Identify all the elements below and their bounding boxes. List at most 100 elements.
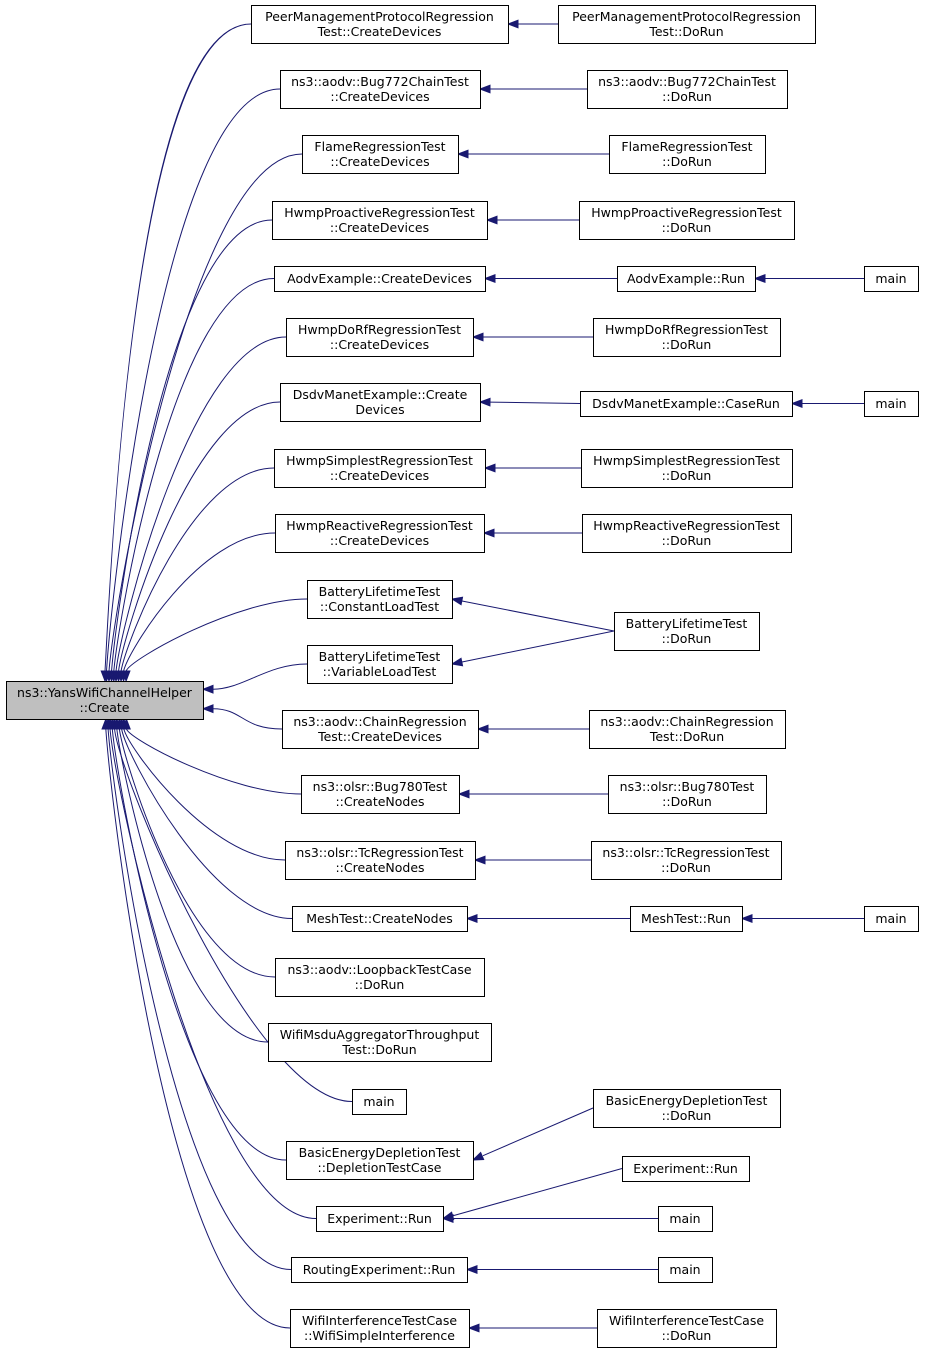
edge-hsimp-cd-to-root	[120, 467, 275, 672]
node-label: BatteryLifetimeTest	[319, 584, 441, 599]
edges-layer	[100, 19, 864, 1333]
edge-chreg-cd-to-root	[212, 708, 283, 730]
node-label: HwmpSimplestRegressionTest	[286, 453, 473, 468]
node-exp-run2[interactable]: Experiment::Run	[622, 1156, 750, 1182]
node-pmpr-cd[interactable]: PeerManagementProtocolRegressionTest::Cr…	[251, 5, 509, 44]
node-b780-cn[interactable]: ns3::olsr::Bug780Test::CreateNodes	[301, 775, 460, 814]
node-label: BatteryLifetimeTest	[626, 616, 748, 631]
node-wint-wsi[interactable]: WifiInterferenceTestCase::WifiSimpleInte…	[290, 1309, 470, 1348]
node-hsimp-dr[interactable]: HwmpSimplestRegressionTest::DoRun	[581, 449, 793, 488]
node-box	[268, 1023, 492, 1062]
arrowhead	[483, 463, 496, 473]
node-bat-dr[interactable]: BatteryLifetimeTest::DoRun	[614, 612, 760, 651]
node-pmpr-dr[interactable]: PeerManagementProtocolRegressionTest::Do…	[558, 5, 816, 44]
node-label: ::CreateDevices	[330, 154, 429, 169]
edge-loop-dr-to-root	[118, 728, 276, 978]
node-label: HwmpProactiveRegressionTest	[591, 205, 782, 220]
node-label: ::DoRun	[662, 89, 712, 104]
node-b772-dr[interactable]: ns3::aodv::Bug772ChainTest::DoRun	[587, 70, 788, 109]
node-root[interactable]: ns3::YansWifiChannelHelper::Create	[6, 681, 204, 720]
node-label: DsdvManetExample::Create	[293, 387, 468, 402]
node-mesh-cn[interactable]: MeshTest::CreateNodes	[292, 906, 468, 932]
node-hsimp-cd[interactable]: HwmpSimplestRegressionTest::CreateDevice…	[274, 449, 486, 488]
node-dsdv-cr[interactable]: DsdvManetExample::CaseRun	[580, 391, 793, 417]
edge-hdorf-cd-to-root	[115, 336, 287, 672]
node-box	[589, 710, 786, 749]
node-box	[591, 841, 782, 880]
arrowhead	[121, 670, 131, 683]
node-b780-dr[interactable]: ns3::olsr::Bug780Test::DoRun	[608, 775, 767, 814]
arrowhead	[450, 596, 464, 606]
node-label: HwmpReactiveRegressionTest	[286, 518, 473, 533]
node-label: ::DoRun	[662, 220, 712, 235]
edge-exp-run2-to-exp-run	[452, 1168, 623, 1217]
node-box	[864, 266, 919, 292]
node-bed-dr[interactable]: BasicEnergyDepletionTest::DoRun	[593, 1089, 781, 1128]
node-label: ns3::YansWifiChannelHelper	[17, 685, 193, 700]
node-main5[interactable]: main	[658, 1257, 713, 1283]
node-label: ns3::olsr::Bug780Test	[620, 779, 755, 794]
node-box	[587, 70, 788, 109]
node-tcreg-dr[interactable]: ns3::olsr::TcRegressionTest::DoRun	[591, 841, 782, 880]
node-bed-dtc[interactable]: BasicEnergyDepletionTest::DepletionTestC…	[286, 1141, 474, 1180]
node-label: HwmpReactiveRegressionTest	[593, 518, 780, 533]
node-label: WifiMsduAggregatorThroughput	[280, 1027, 480, 1042]
node-main4[interactable]: main	[658, 1206, 713, 1232]
node-label: ::DoRun	[355, 977, 405, 992]
node-box	[580, 391, 793, 417]
node-chreg-cd[interactable]: ns3::aodv::ChainRegressionTest::CreateDe…	[282, 710, 479, 749]
node-label: ns3::aodv::LoopbackTestCase	[287, 962, 471, 977]
node-tcreg-cn[interactable]: ns3::olsr::TcRegressionTest::CreateNodes	[285, 841, 476, 880]
node-label: Experiment::Run	[633, 1161, 738, 1176]
node-main3[interactable]: main	[864, 906, 919, 932]
node-label: main	[875, 271, 906, 286]
node-label: main	[875, 911, 906, 926]
node-label: ::ConstantLoadTest	[320, 599, 439, 614]
node-wint-dr[interactable]: WifiInterferenceTestCase::DoRun	[597, 1309, 777, 1348]
node-label: ::CreateNodes	[335, 860, 424, 875]
node-hpro-cd[interactable]: HwmpProactiveRegressionTest::CreateDevic…	[272, 201, 488, 240]
node-box	[316, 1206, 444, 1232]
node-flame-cd[interactable]: FlameRegressionTest::CreateDevices	[302, 135, 459, 174]
arrowhead	[482, 528, 495, 538]
node-mesh-run[interactable]: MeshTest::Run	[630, 906, 743, 932]
node-label: MeshTest::CreateNodes	[306, 911, 453, 926]
node-hreac-cd[interactable]: HwmpReactiveRegressionTest::CreateDevice…	[275, 514, 485, 553]
node-label: ::DoRun	[661, 860, 711, 875]
node-label: BatteryLifetimeTest	[319, 649, 441, 664]
node-main2[interactable]: main	[864, 391, 919, 417]
edge-msdu-dr-to-root	[116, 728, 269, 1043]
node-rexp-run[interactable]: RoutingExperiment::Run	[291, 1257, 468, 1283]
node-bat-var[interactable]: BatteryLifetimeTest::VariableLoadTest	[307, 645, 453, 684]
node-flame-dr[interactable]: FlameRegressionTest::DoRun	[609, 135, 766, 174]
node-main1[interactable]: main	[864, 266, 919, 292]
edge-wint-wsi-to-root	[105, 728, 291, 1329]
node-exp-run[interactable]: Experiment::Run	[316, 1206, 444, 1232]
node-label: ns3::olsr::TcRegressionTest	[602, 845, 769, 860]
node-label: WifiInterferenceTestCase	[609, 1313, 764, 1328]
arrowhead	[201, 704, 214, 714]
node-aodvex-cd[interactable]: AodvExample::CreateDevices	[274, 266, 486, 292]
node-hreac-dr[interactable]: HwmpReactiveRegressionTest::DoRun	[582, 514, 792, 553]
node-main-direct[interactable]: main	[352, 1089, 407, 1115]
node-hdorf-cd[interactable]: HwmpDoRfRegressionTest::CreateDevices	[286, 318, 474, 357]
arrowhead	[473, 855, 486, 865]
node-dsdv-cd[interactable]: DsdvManetExample::CreateDevices	[280, 383, 481, 422]
arrowhead	[465, 1264, 478, 1275]
node-box	[593, 1089, 781, 1128]
node-b772-cd[interactable]: ns3::aodv::Bug772ChainTest::CreateDevice…	[280, 70, 481, 109]
node-box	[352, 1089, 407, 1115]
arrowhead	[457, 789, 470, 799]
node-hpro-dr[interactable]: HwmpProactiveRegressionTest::DoRun	[579, 201, 795, 240]
node-loop-dr[interactable]: ns3::aodv::LoopbackTestCase::DoRun	[275, 958, 485, 997]
node-bat-const[interactable]: BatteryLifetimeTest::ConstantLoadTest	[307, 580, 453, 619]
node-aodvex-run[interactable]: AodvExample::Run	[617, 266, 756, 292]
node-hdorf-dr[interactable]: HwmpDoRfRegressionTest::DoRun	[593, 318, 781, 357]
node-label: ::DoRun	[662, 533, 712, 548]
node-box	[251, 5, 509, 44]
node-label: main	[363, 1094, 394, 1109]
arrowhead	[790, 398, 803, 409]
